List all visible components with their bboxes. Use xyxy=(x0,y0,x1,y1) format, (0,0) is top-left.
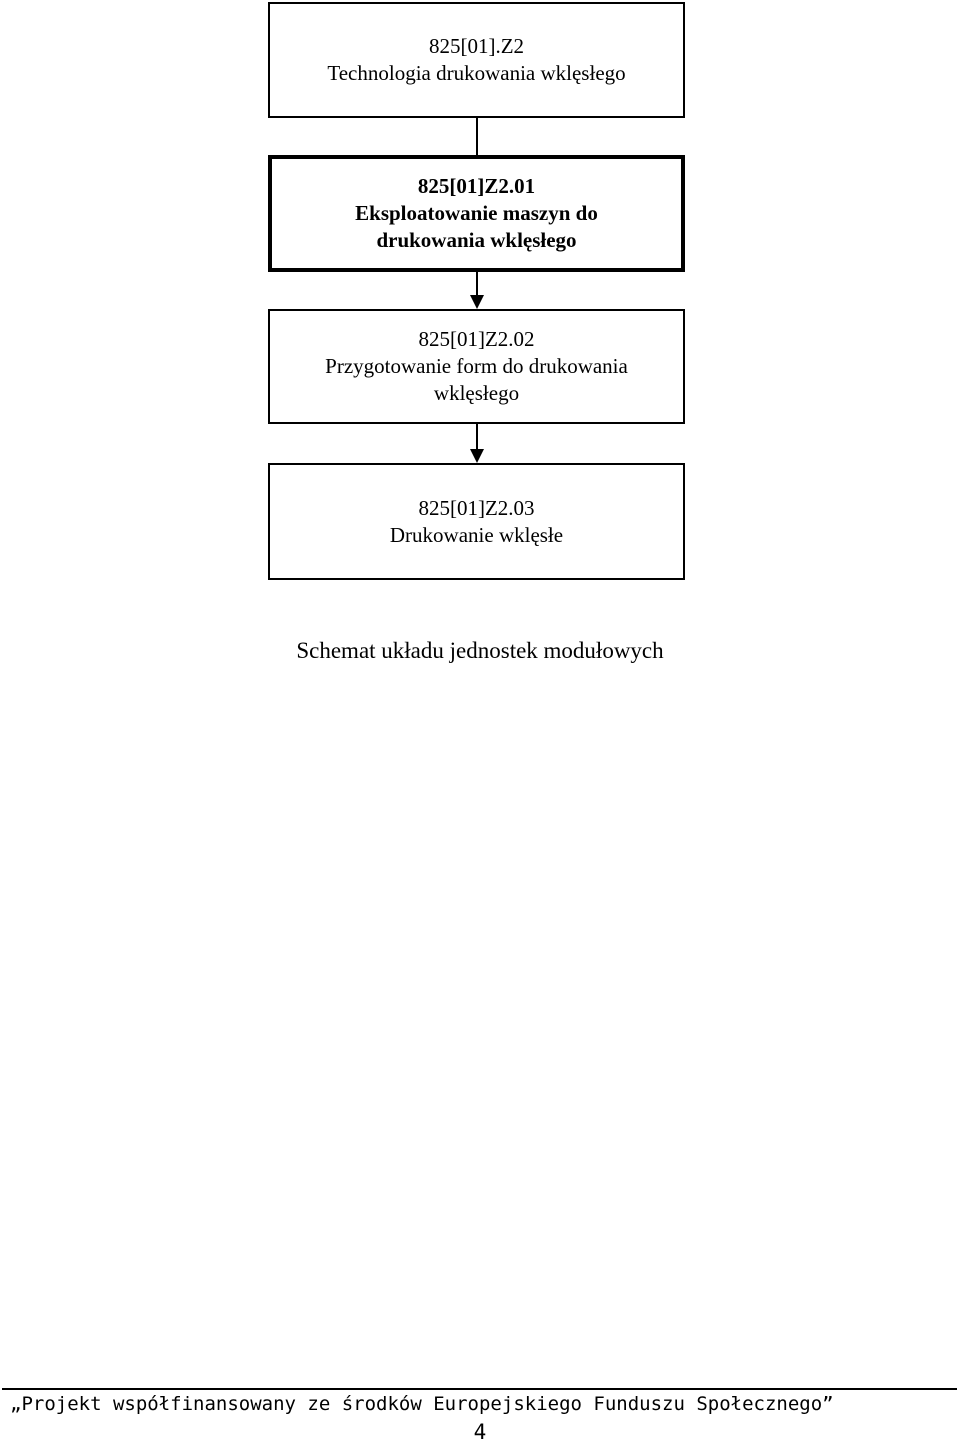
footer-divider xyxy=(2,1388,957,1390)
unit-code-z202: 825[01]Z2.02 xyxy=(418,327,535,351)
module-root-code: 825[01].Z2 xyxy=(428,34,525,58)
page-number: 4 xyxy=(473,1420,487,1444)
unit-box-z201: 825[01]Z2.01 Eksploatowanie maszyn do dr… xyxy=(268,155,685,272)
footer-funding-note: „Projekt współfinansowany ze środków Eur… xyxy=(10,1393,834,1415)
connector-z202-to-z203 xyxy=(476,424,478,450)
arrowhead-z203 xyxy=(470,449,484,463)
unit-code-z203: 825[01]Z2.03 xyxy=(418,495,535,520)
connector-root-to-z201 xyxy=(476,118,478,155)
unit-code-z201: 825[01]Z2.01 xyxy=(417,174,536,198)
unit-title-z202-line2: wklęsłego xyxy=(433,381,520,405)
module-root-box: 825[01].Z2 Technologia drukowania wklęsł… xyxy=(268,2,685,118)
unit-title-z202-line1: Przygotowanie form do drukowania xyxy=(325,354,628,378)
unit-box-z203: 825[01]Z2.03 Drukowanie wklęsłe xyxy=(268,463,685,580)
unit-title-z201-line2: drukowania wklęsłego xyxy=(376,228,577,252)
diagram-caption: Schemat układu jednostek modułowych xyxy=(296,638,664,663)
module-root-title: Technologia drukowania wklęsłego xyxy=(327,61,626,85)
arrowhead-z202 xyxy=(470,295,484,309)
unit-title-z203-line1: Drukowanie wklęsłe xyxy=(389,522,564,547)
unit-box-z202: 825[01]Z2.02 Przygotowanie form do druko… xyxy=(268,309,685,424)
unit-title-z201-line1: Eksploatowanie maszyn do xyxy=(355,201,598,225)
connector-z201-to-z202 xyxy=(476,272,478,296)
